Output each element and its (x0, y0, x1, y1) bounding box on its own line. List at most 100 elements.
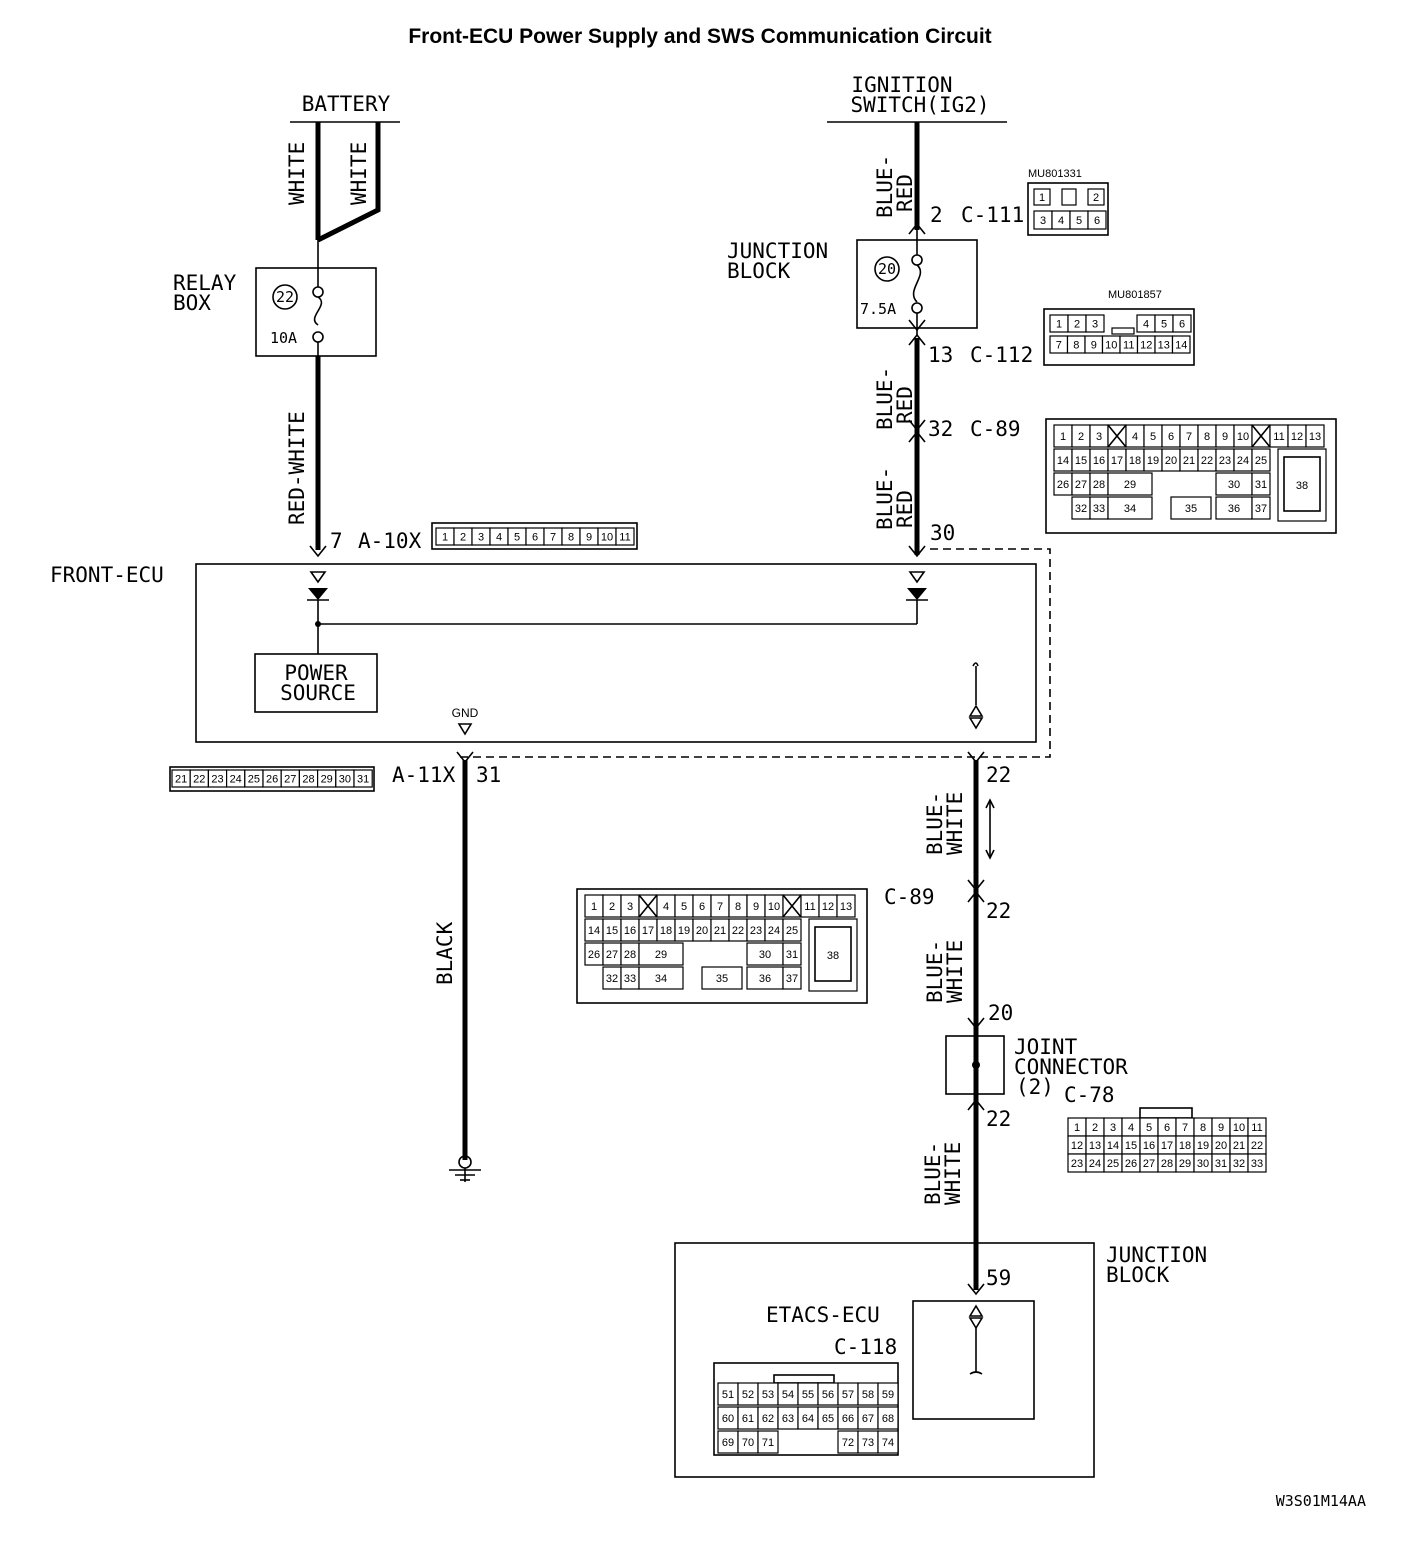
connector-pin-number: 24 (1237, 455, 1249, 467)
connector-pin-number: 1 (442, 532, 448, 544)
connector-pin-number: 38 (1296, 480, 1308, 492)
connector-pin-number: 19 (1197, 1140, 1209, 1152)
connector-pin-number: 34 (655, 973, 667, 985)
wire-color-white-2: WHITE (347, 142, 371, 205)
connector-pin-number: 10 (601, 532, 613, 544)
connector-pin-number: 1 (1060, 431, 1066, 443)
connector-pin-number: 55 (802, 1389, 814, 1401)
connector-pin-number: 3 (627, 901, 633, 913)
power-source-box (254, 653, 378, 713)
connector-pin-number: 33 (1093, 503, 1105, 515)
connector-pin-number: 19 (1147, 455, 1159, 467)
connector-pin-number: 3 (1092, 319, 1098, 331)
connector-pin-number: 12 (1071, 1140, 1083, 1152)
connector-pin-number: 14 (1057, 455, 1069, 467)
connector-pin-number: 60 (722, 1413, 734, 1425)
connector-pin-cell (1107, 496, 1153, 520)
connector-pin-cell (638, 942, 684, 966)
connector-pin-number: 19 (678, 925, 690, 937)
connector-pin-number: 8 (1073, 340, 1079, 352)
wire-color-blue-white-2b: WHITE (943, 940, 967, 1003)
connector-pin-number: 32 (606, 973, 618, 985)
c89-pin-22: 22 (986, 899, 1011, 923)
connector-pin-number: 17 (642, 925, 654, 937)
wire-color-blue-white-2a: BLUE- (923, 940, 947, 1003)
connector-pin-number: 63 (782, 1413, 794, 1425)
connector-pin-number: 4 (496, 532, 502, 544)
connector-pin-number: 25 (1255, 455, 1267, 467)
junction-dot (972, 1061, 980, 1069)
connector-pin-number: 26 (588, 949, 600, 961)
connector-pin-number: 22 (1201, 455, 1213, 467)
c118-name: C-118 (834, 1335, 897, 1359)
connector-pin-number: 14 (1175, 340, 1187, 352)
connector-pin-number: 54 (782, 1389, 794, 1401)
connector-pin-cell (1033, 188, 1051, 206)
connector-pin-number: 28 (1093, 479, 1105, 491)
connector-pin-cell (836, 894, 856, 918)
connector-pin-number: 12 (1291, 431, 1303, 443)
relay-fuse-no: 22 (276, 288, 294, 306)
connector-pin-number: 65 (822, 1413, 834, 1425)
connector-pin-number: 62 (762, 1413, 774, 1425)
connector-pin-number: 3 (478, 532, 484, 544)
connector-pin-cell (877, 1406, 899, 1430)
connector-pin-number: 33 (1251, 1158, 1263, 1170)
connector-pin-number: 16 (1093, 455, 1105, 467)
connector-pin-cell (1247, 1153, 1267, 1173)
connector-pin-number: 7 (1182, 1122, 1188, 1134)
connector-pin-number: 24 (768, 925, 780, 937)
relay-box-label-2: BOX (173, 291, 211, 315)
connector-pin-number: 35 (716, 973, 728, 985)
connector-pin-number: 70 (742, 1437, 754, 1449)
a10x-name: A-10X (358, 529, 422, 553)
connector-pin-number: 69 (722, 1437, 734, 1449)
connector-pin-number: 10 (768, 901, 780, 913)
front-ecu: FRONT-ECU POWER SOURCE GND (50, 548, 1051, 758)
connector-pin-number: 22 (193, 774, 205, 786)
wire-color-blue-red-3b: RED (893, 490, 917, 528)
wire-color-blue-white-1b: WHITE (943, 792, 967, 855)
connector-pin-number: 21 (1183, 455, 1195, 467)
connector-pin-number: 30 (339, 774, 351, 786)
connector-pin-number: 20 (696, 925, 708, 937)
connector-pin-cell (1277, 448, 1327, 522)
connector-pin-number: 31 (357, 774, 369, 786)
connector-pin-cell (1107, 472, 1153, 496)
connector-pin-number: 57 (842, 1389, 854, 1401)
connector-pin-number: 4 (1132, 431, 1138, 443)
connector-pin-number: 37 (786, 973, 798, 985)
connector-pin-number: 27 (1143, 1158, 1155, 1170)
connector-pin-number: 36 (1228, 503, 1240, 515)
connector-pin-number: 11 (804, 901, 815, 913)
connector-pin-number: 13 (1089, 1140, 1101, 1152)
connector-pin-number: 5 (1150, 431, 1156, 443)
connector-pin-number: 16 (1143, 1140, 1155, 1152)
power-source-label-2: SOURCE (280, 681, 356, 705)
connector-pin-cell (782, 942, 802, 966)
connector-pin-number: 31 (786, 949, 798, 961)
connector-pin-number: 38 (827, 950, 839, 962)
wire-color-blue-red-1b: RED (893, 174, 917, 212)
connector-pin-cell (1172, 314, 1192, 333)
battery-label: BATTERY (302, 92, 391, 116)
etacs-pin-59: 59 (986, 1266, 1011, 1290)
connector-pin-arrow-icon (309, 545, 327, 558)
wire-color-blue-red-1a: BLUE- (873, 155, 897, 218)
connector-arrow-icon (908, 430, 926, 443)
wire-color-white-1: WHITE (285, 142, 309, 205)
connector-pin-number: 11 (619, 532, 630, 544)
connector-pin-number: 34 (1124, 503, 1136, 515)
connector-pin-number: 7 (1186, 431, 1192, 443)
connector-pin-number: 52 (742, 1389, 754, 1401)
connector-pin-cell (1305, 424, 1325, 448)
connector-pin-number: 20 (1165, 455, 1177, 467)
connector-pin-number: 2 (1078, 431, 1084, 443)
c111-part: MU801331 (1028, 168, 1082, 180)
ignition-label-1: IGNITION (851, 73, 952, 97)
connector-pin-number: 14 (1107, 1140, 1119, 1152)
